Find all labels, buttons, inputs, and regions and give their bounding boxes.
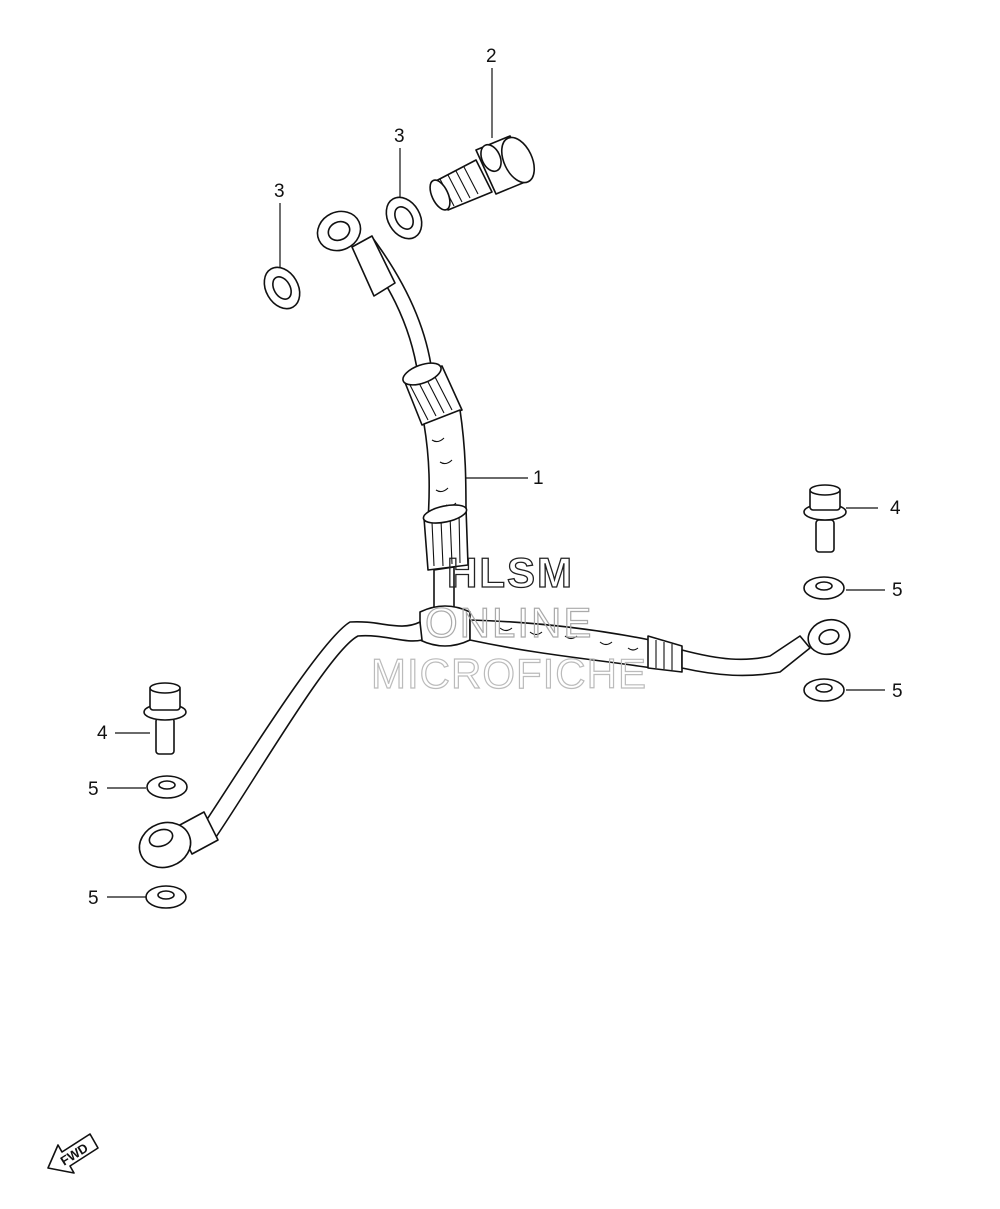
union-bolt bbox=[429, 135, 536, 211]
gasket-upper bbox=[385, 196, 423, 240]
fwd-arrow-icon: FWD bbox=[47, 1133, 99, 1174]
watermark-line-3: MICROFICHE bbox=[371, 650, 647, 697]
bolt-right bbox=[803, 484, 847, 553]
callout-2: 2 bbox=[486, 46, 497, 67]
leader-lines bbox=[107, 68, 885, 898]
watermark-line-2: ONLINE bbox=[425, 599, 593, 646]
callout-5-right-upper: 5 bbox=[892, 580, 903, 601]
oil-hose-assembly bbox=[138, 210, 851, 869]
washer-right-upper bbox=[803, 576, 845, 600]
washer-left-upper bbox=[146, 775, 188, 799]
callout-1: 1 bbox=[533, 468, 544, 489]
gasket-lower bbox=[263, 266, 301, 310]
callout-5-left-upper: 5 bbox=[88, 779, 99, 800]
washer-right-lower bbox=[803, 678, 845, 702]
banjo-fitting-left bbox=[138, 811, 219, 869]
bolt-left bbox=[143, 682, 187, 755]
watermark: HLSM ONLINE MICROFICHE bbox=[370, 548, 647, 697]
callout-4-left: 4 bbox=[97, 723, 108, 744]
banjo-fitting-top bbox=[316, 210, 396, 297]
washer-left-lower bbox=[145, 885, 187, 909]
callout-3-upper: 3 bbox=[394, 126, 405, 147]
watermark-line-1: HLSM bbox=[447, 549, 574, 596]
callout-4-right: 4 bbox=[890, 498, 901, 519]
callout-5-left-lower: 5 bbox=[88, 888, 99, 909]
callout-5-right-lower: 5 bbox=[892, 681, 903, 702]
callout-3-lower: 3 bbox=[274, 181, 285, 202]
banjo-fitting-right bbox=[807, 618, 851, 656]
